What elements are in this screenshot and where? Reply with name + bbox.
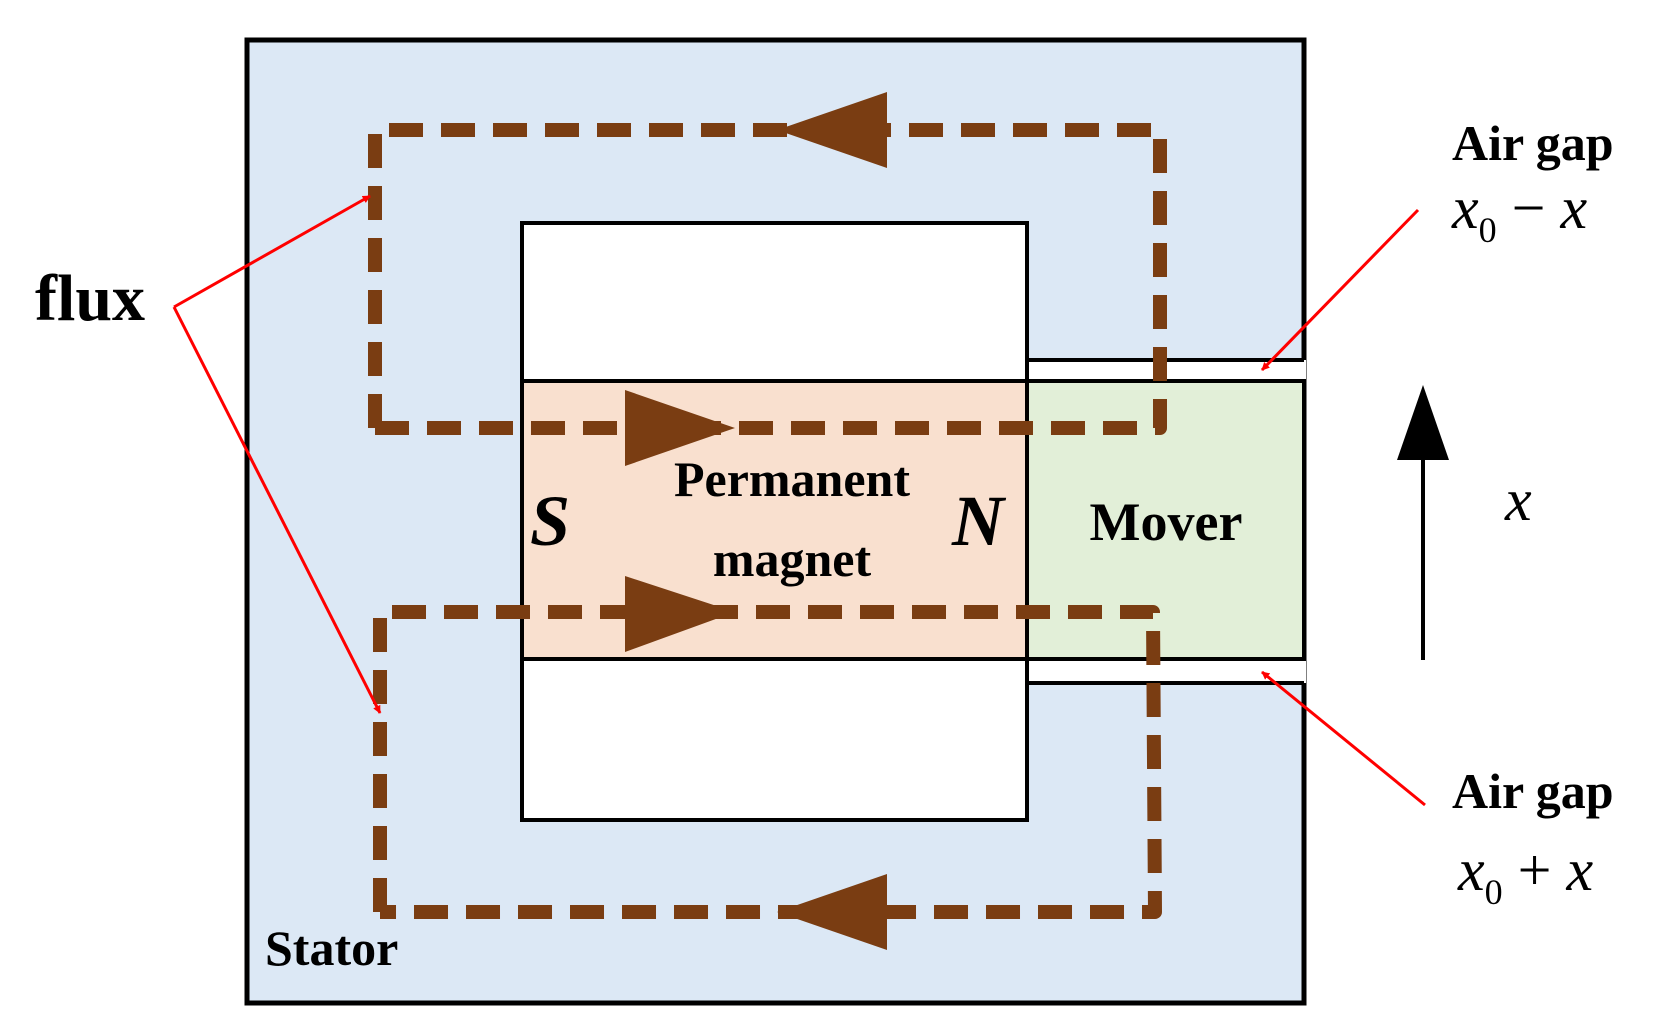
gap-bottom-subscript: 0 [1485,872,1503,912]
pole-n-label: N [951,481,1007,561]
stator-slot-top [520,221,1029,383]
air-gap-bottom-title: Air gap [1452,763,1614,819]
flux-label: flux [35,262,145,335]
gap-top-var: x [1559,175,1587,241]
stator-slot-bottom [520,657,1029,822]
stator-label: Stator [265,920,398,976]
gap-bottom-var: x [1565,837,1593,903]
flux-arrow-top [777,92,887,168]
air-gap-top-pointer [1260,208,1420,372]
flux-path-upper [368,123,1167,435]
flux-arrow-bottom [777,874,887,950]
air-gap-top-edge [1025,358,1304,381]
gap-top-operator: − [1497,175,1561,241]
flux-arrow-lower-magnet [625,576,735,652]
gap-bottom-operator: + [1503,837,1567,903]
displacement-arrowhead [1397,385,1449,460]
air-gap-top-expression: x0 − x [1451,175,1587,250]
flux-pointer-lower [172,306,382,714]
flux-arrow-upper-magnet [625,390,735,466]
gap-bottom-x0: x [1457,837,1485,903]
air-gap-bottom [1027,659,1306,683]
magnet-label-line1: Permanent [674,451,910,507]
magnet-label-line2: magnet [713,531,872,587]
air-gap-top-title: Air gap [1452,115,1614,171]
axis-variable-label: x [1504,467,1532,533]
flux-pointer-upper [173,194,371,309]
mover-label: Mover [1090,492,1243,552]
flux-path-lower [373,605,1162,919]
air-gap-bottom-pointer [1261,670,1426,807]
pole-s-label: S [530,481,570,561]
gap-top-subscript: 0 [1479,210,1497,250]
air-gap-bottom-edge [1025,659,1304,685]
air-gap-bottom-expression: x0 + x [1457,837,1593,912]
gap-top-x0: x [1451,175,1479,241]
